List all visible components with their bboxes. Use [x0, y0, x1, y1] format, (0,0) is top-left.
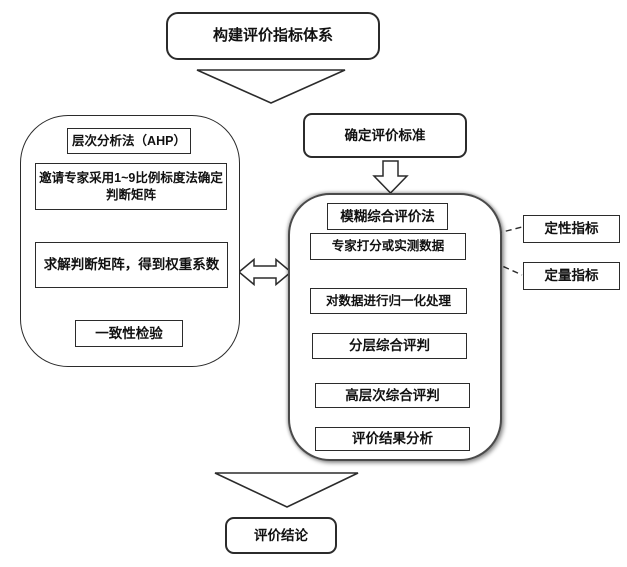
double-arrow-icon: [237, 257, 293, 287]
node-evaluation-conclusion: 评价结论: [225, 517, 337, 554]
node-ahp-step-solve-weights: 求解判断矩阵，得到权重系数: [35, 242, 228, 288]
ahp-container-title: 层次分析法（AHP）: [67, 128, 191, 154]
block-arrow-down-icon: [372, 160, 409, 195]
node-fuzzy-step-layered-evaluation: 分层综合评判: [312, 333, 467, 359]
node-ahp-step-consistency-check: 一致性检验: [75, 320, 183, 347]
node-determine-criteria: 确定评价标准: [303, 113, 467, 158]
node-fuzzy-step-normalization: 对数据进行归一化处理: [310, 288, 467, 314]
node-fuzzy-step-expert-scoring: 专家打分或实测数据: [310, 233, 466, 260]
node-fuzzy-step-higher-level-evaluation: 高层次综合评判: [315, 383, 470, 408]
node-build-index-system: 构建评价指标体系: [166, 12, 380, 60]
flow-triangle-bottom: [214, 472, 359, 508]
node-fuzzy-step-result-analysis: 评价结果分析: [315, 427, 470, 451]
node-qualitative-indicator: 定性指标: [523, 215, 620, 243]
flow-triangle-top: [196, 69, 346, 104]
fuzzy-container-title: 模糊综合评价法: [327, 203, 448, 230]
node-ahp-step-judgment-matrix: 邀请专家采用1~9比例标度法确定判断矩阵: [35, 163, 227, 210]
node-quantitative-indicator: 定量指标: [523, 262, 620, 290]
